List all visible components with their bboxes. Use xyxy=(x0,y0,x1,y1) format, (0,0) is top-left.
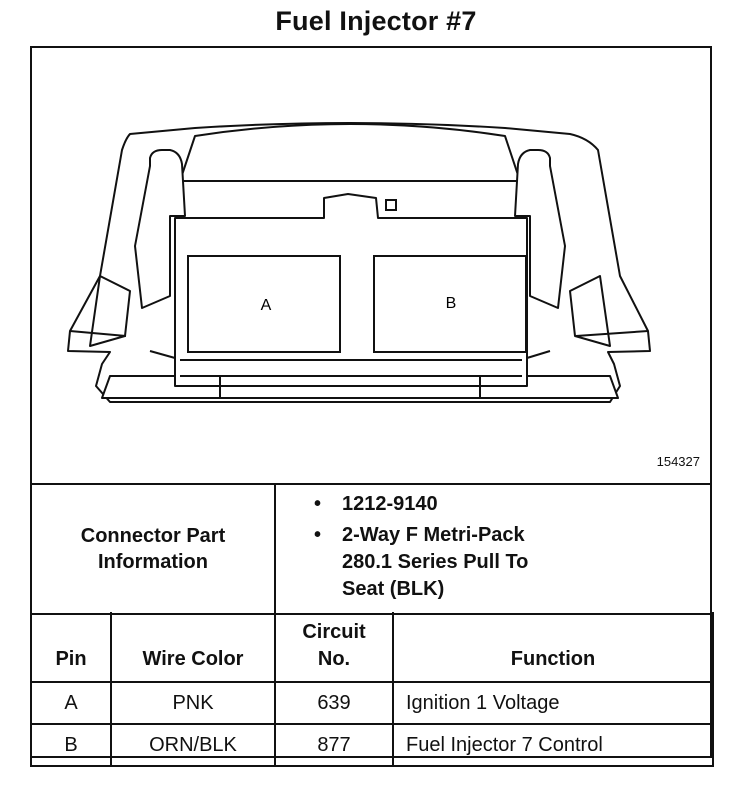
pin-table-header: Pin Wire Color Circuit No. Function xyxy=(30,612,714,683)
pin-b-label: B xyxy=(446,295,457,312)
header-function: Function xyxy=(392,612,714,683)
cell-circuit: 639 xyxy=(274,681,394,725)
connector-info-label: Connector Part Information xyxy=(30,483,276,615)
connector-description: 2-Way F Metri-Pack 280.1 Series Pull To … xyxy=(314,522,709,603)
cell-wire-color: ORN/BLK xyxy=(110,723,276,767)
cell-function: Ignition 1 Voltage xyxy=(392,681,714,725)
header-pin: Pin xyxy=(30,612,112,683)
cavity-b xyxy=(373,255,527,353)
connector-info-table: Connector Part Information 1212-9140 2-W… xyxy=(30,483,712,615)
cell-pin: B xyxy=(30,723,112,767)
connector-drawing: A B xyxy=(67,122,651,403)
cell-pin: A xyxy=(30,681,112,725)
pin-table: Pin Wire Color Circuit No. Function A PN… xyxy=(30,612,714,767)
connector-diagram: A B 154327 xyxy=(30,46,712,484)
header-wire-color: Wire Color xyxy=(110,612,276,683)
cell-circuit: 877 xyxy=(274,723,394,767)
cell-function: Fuel Injector 7 Control xyxy=(392,723,714,767)
table-row: A PNK 639 Ignition 1 Voltage xyxy=(30,681,714,725)
cell-wire-color: PNK xyxy=(110,681,276,725)
header-circuit: Circuit No. xyxy=(274,612,394,683)
page-title: Fuel Injector #7 xyxy=(275,6,477,36)
cavity-a xyxy=(187,255,341,353)
figure-id: 154327 xyxy=(656,454,700,469)
part-number: 1212-9140 xyxy=(314,491,709,518)
pin-a-label: A xyxy=(261,297,272,314)
connector-info-details: 1212-9140 2-Way F Metri-Pack 280.1 Serie… xyxy=(274,483,712,615)
table-row: B ORN/BLK 877 Fuel Injector 7 Control xyxy=(30,723,714,767)
